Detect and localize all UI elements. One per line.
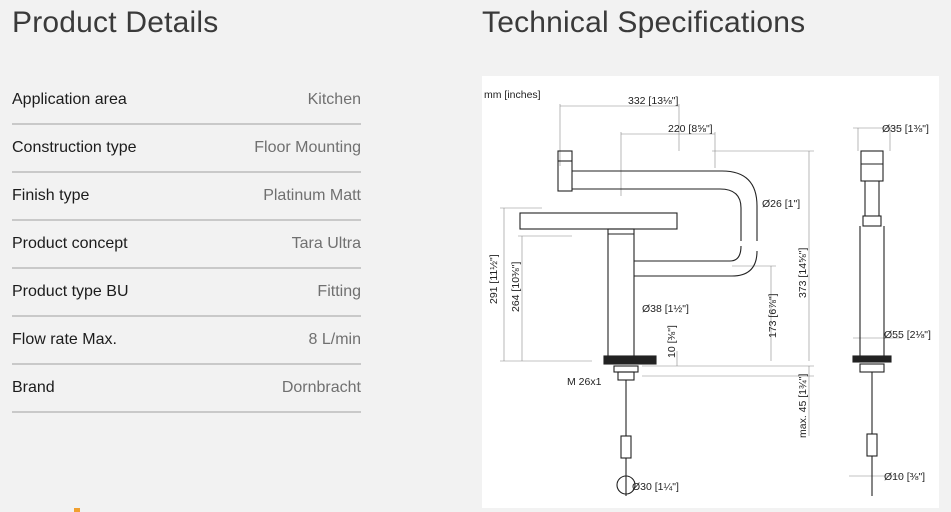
detail-row-brand: Brand Dornbracht xyxy=(12,365,361,413)
dim-max-45: max. 45 [1¾"] xyxy=(797,373,809,438)
dim-diameter-35: Ø35 [1⅜"] xyxy=(882,123,929,135)
technical-drawing-svg: mm [inches] 332 [13⅛"] 220 [8⅝"] Ø26 [1"… xyxy=(484,89,931,496)
detail-row-application-area: Application area Kitchen xyxy=(12,77,361,125)
faucet-side-view xyxy=(852,150,892,496)
dim-264: 264 [10⅜"] xyxy=(510,261,522,312)
logo-fragment xyxy=(74,508,80,512)
detail-value: Dornbracht xyxy=(281,379,361,396)
technical-drawing: mm [inches] 332 [13⅛"] 220 [8⅝"] Ø26 [1"… xyxy=(482,76,939,508)
dim-diameter-10: Ø10 [⅜"] xyxy=(884,471,925,483)
dimension-lines xyxy=(500,104,902,477)
detail-value: Fitting xyxy=(317,283,361,300)
detail-value: Kitchen xyxy=(307,91,361,108)
dim-173: 173 [6⅞"] xyxy=(767,293,779,338)
detail-label: Product type BU xyxy=(12,283,129,300)
detail-label: Construction type xyxy=(12,139,137,156)
detail-label: Finish type xyxy=(12,187,90,204)
dim-m26: M 26x1 xyxy=(567,376,602,388)
dim-10: 10 [⅜"] xyxy=(666,325,678,358)
dim-diameter-26: Ø26 [1"] xyxy=(762,198,800,210)
detail-label: Application area xyxy=(12,91,127,108)
detail-row-construction-type: Construction type Floor Mounting xyxy=(12,125,361,173)
dim-332: 332 [13⅛"] xyxy=(628,95,679,107)
detail-row-product-concept: Product concept Tara Ultra xyxy=(12,221,361,269)
detail-label: Brand xyxy=(12,379,55,396)
detail-value: Floor Mounting xyxy=(254,139,361,156)
product-details-list: Application area Kitchen Construction ty… xyxy=(12,77,361,413)
faucet-front-view xyxy=(519,150,758,496)
dim-291: 291 [11½"] xyxy=(488,254,500,304)
detail-row-product-type-bu: Product type BU Fitting xyxy=(12,269,361,317)
dim-diameter-38: Ø38 [1½"] xyxy=(642,303,689,315)
detail-value: 8 L/min xyxy=(308,331,361,348)
detail-label: Flow rate Max. xyxy=(12,331,117,348)
detail-row-finish-type: Finish type Platinum Matt xyxy=(12,173,361,221)
detail-value: Platinum Matt xyxy=(263,187,361,204)
product-details-heading: Product Details xyxy=(12,6,219,39)
units-label: mm [inches] xyxy=(484,89,541,101)
dim-diameter-30: Ø30 [1¼"] xyxy=(632,481,679,493)
drawing-labels: mm [inches] 332 [13⅛"] 220 [8⅝"] Ø26 [1"… xyxy=(484,89,931,493)
technical-specifications-heading: Technical Specifications xyxy=(482,6,806,39)
detail-row-flow-rate-max: Flow rate Max. 8 L/min xyxy=(12,317,361,365)
detail-label: Product concept xyxy=(12,235,128,252)
dim-373: 373 [14⅝"] xyxy=(797,247,809,298)
dim-diameter-55: Ø55 [2⅛"] xyxy=(884,329,931,341)
dim-220: 220 [8⅝"] xyxy=(668,123,713,135)
detail-value: Tara Ultra xyxy=(291,235,361,252)
